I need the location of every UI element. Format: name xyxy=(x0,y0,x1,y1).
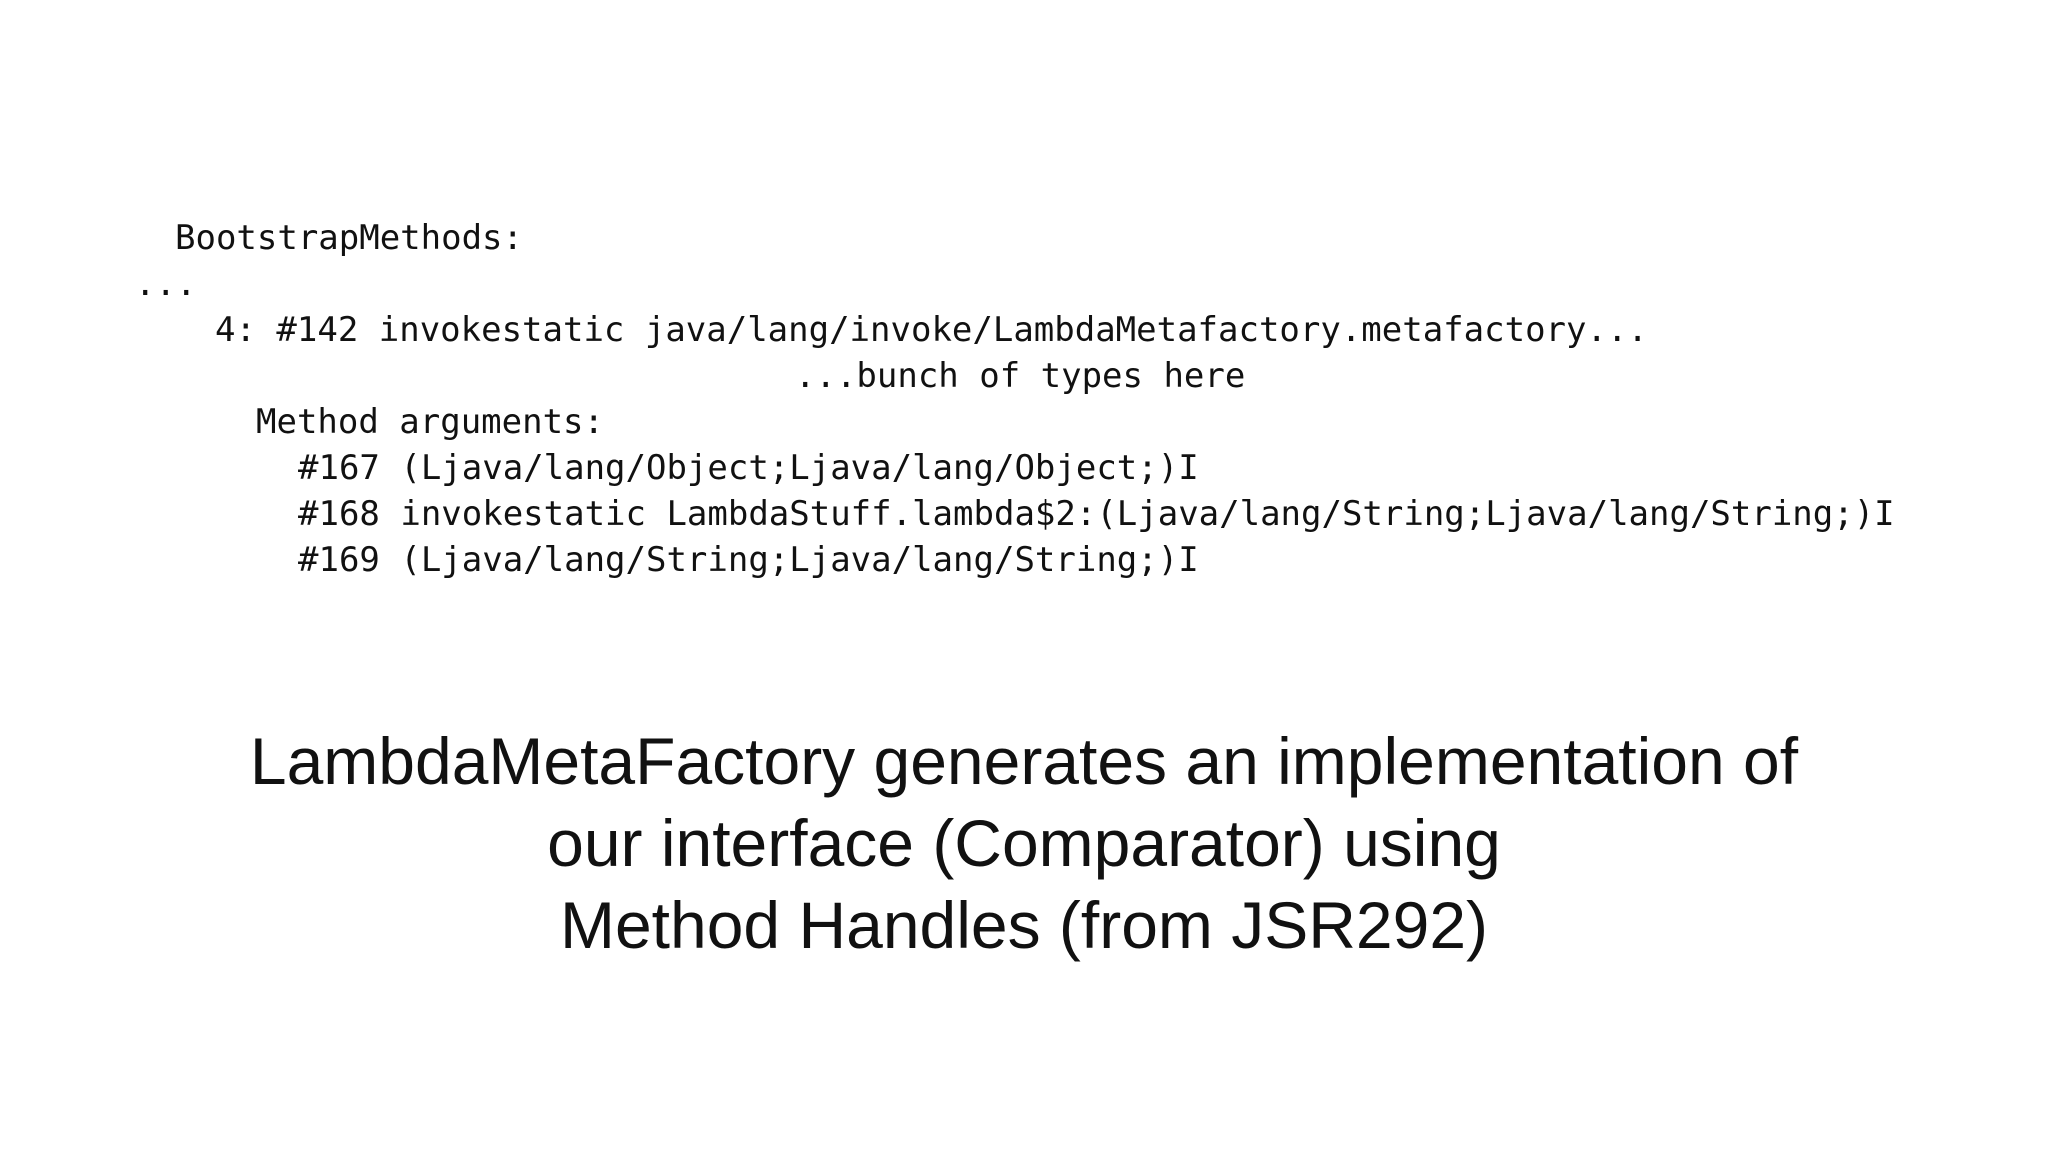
caption-line-2: our interface (Comparator) using xyxy=(547,806,1501,880)
code-line-ellipsis: ... xyxy=(135,264,197,304)
slide-caption: LambdaMetaFactory generates an implement… xyxy=(0,720,2048,966)
code-line-arg-169: #169 (Ljava/lang/String;Ljava/lang/Strin… xyxy=(298,540,1199,580)
code-line-bunch-of-types: ...bunch of types here xyxy=(795,356,1246,396)
code-line-arg-168: #168 invokestatic LambdaStuff.lambda$2:(… xyxy=(298,494,1895,534)
code-line-bootstrap-methods: BootstrapMethods: xyxy=(175,218,523,258)
bytecode-listing: BootstrapMethods: ... 4: #142 invokestat… xyxy=(135,218,1895,580)
code-line-invokestatic-metafactory: 4: #142 invokestatic java/lang/invoke/La… xyxy=(215,310,1648,350)
code-line-arg-167: #167 (Ljava/lang/Object;Ljava/lang/Objec… xyxy=(298,448,1199,488)
caption-line-3: Method Handles (from JSR292) xyxy=(559,888,1489,962)
caption-line-1: LambdaMetaFactory generates an implement… xyxy=(249,724,1799,798)
code-line-method-arguments: Method arguments: xyxy=(256,402,604,442)
